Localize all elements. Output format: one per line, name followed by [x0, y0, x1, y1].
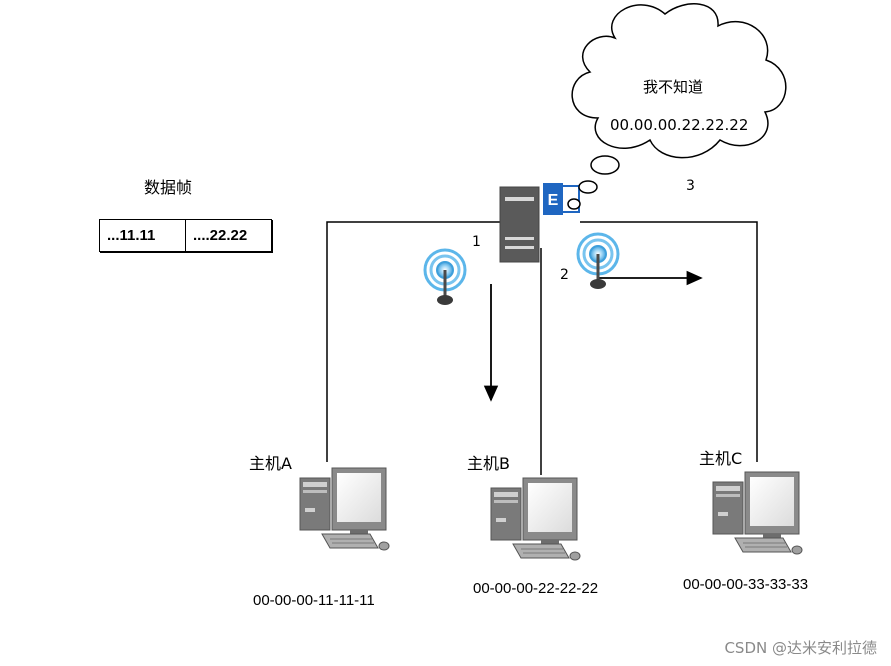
thought-mac: 00.00.00.22.22.22 — [610, 116, 749, 134]
watermark: CSDN @达米安利拉德 — [724, 639, 877, 657]
host-b-label: 主机B — [467, 454, 510, 473]
svg-text:E: E — [548, 192, 559, 209]
desktop-computer-icon — [490, 477, 581, 561]
step-label-3: 3 — [686, 178, 695, 194]
desktop-computer-icon — [712, 471, 803, 555]
step-label-1: 1 — [472, 234, 481, 250]
step-label-2: 2 — [560, 267, 569, 283]
frame-source-cell: ...11.11 — [107, 227, 156, 244]
frame-title: 数据帧 — [144, 178, 193, 197]
desktop-computer-icon — [299, 467, 390, 551]
frame-destination-cell: ....22.22 — [185, 220, 271, 251]
host-c-label: 主机C — [699, 449, 743, 468]
network-wires — [326, 221, 758, 475]
wire-to-host-c — [580, 221, 758, 462]
server-icon — [499, 186, 540, 263]
data-frame-table: ...11.11 ....22.22 — [99, 219, 272, 252]
wire-to-host-a — [326, 221, 500, 462]
wifi-antenna-icon — [423, 248, 467, 307]
host-a-label: 主机A — [249, 454, 292, 473]
host-a-mac: 00-00-00-11-11-11 — [253, 592, 375, 609]
host-c-mac: 00-00-00-33-33-33 — [683, 576, 809, 593]
host-b-mac: 00-00-00-22-22-22 — [473, 580, 599, 597]
thought-cloud — [567, 3, 787, 210]
wifi-antenna-icon — [576, 232, 620, 291]
thought-text: 我不知道 — [643, 78, 704, 96]
